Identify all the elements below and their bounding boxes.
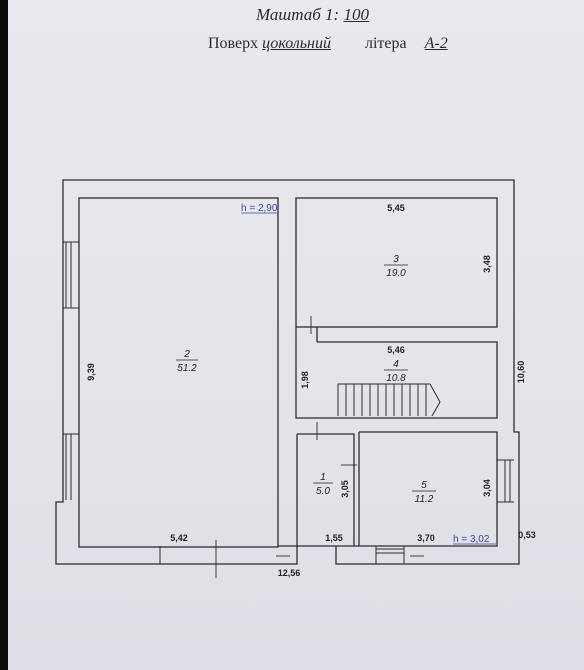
floor-label: Поверх — [208, 35, 259, 52]
dim-room4-width: 5,46 — [387, 345, 405, 355]
room-2-height-label: h = 2,90 — [241, 203, 278, 214]
dim-room3-height: 3,48 — [482, 255, 492, 273]
floor-value: цокольний — [262, 35, 331, 52]
windows — [63, 241, 514, 564]
dim-room5-width: 3,70 — [417, 533, 435, 543]
room-4-area: 10.8 — [386, 373, 406, 384]
floor-line: Поверх цокольний літера А-2 — [208, 35, 452, 53]
staircase — [337, 383, 441, 417]
room-1-number: 1 — [320, 472, 326, 483]
room-4-number: 4 — [393, 359, 399, 370]
room-5-area: 11.2 — [415, 494, 434, 505]
room-5-number: 5 — [421, 480, 427, 491]
room-labels: 2 51.2 3 19.0 4 10.8 1 5.0 5 11.2 — [176, 254, 436, 505]
dimension-ticks — [215, 316, 424, 578]
room-2-number: 2 — [183, 349, 190, 360]
dim-room4-height: 1,98 — [300, 371, 310, 389]
room-5-height-label: h = 3,02 — [453, 534, 490, 545]
room-3-number: 3 — [393, 254, 399, 265]
dim-offset: 0,53 — [518, 530, 536, 540]
scale-line: Маштаб 1: 100 — [256, 5, 369, 25]
letter-label: літера — [365, 35, 407, 52]
dim-room1-height: 3,05 — [340, 480, 350, 498]
plan-header: Маштаб 1: 100 Поверх цокольний літера А-… — [0, 0, 576, 70]
dim-room5-height: 3,04 — [482, 479, 492, 497]
dimension-labels: 9,39 5,42 5,45 3,48 5,46 1,98 3,05 1,55 … — [86, 203, 536, 578]
dim-total-height: 10,60 — [516, 361, 526, 384]
scale-value: 1: — [325, 5, 340, 24]
dim-room1-width: 1,55 — [325, 533, 343, 543]
letter-value: А-2 — [424, 35, 448, 52]
dim-room2-width: 5,42 — [170, 533, 188, 543]
ceiling-heights: h = 2,90 h = 3,02 — [241, 203, 496, 545]
room-3-area: 19.0 — [386, 268, 406, 279]
dim-room2-height: 9,39 — [86, 363, 96, 381]
scale-number: 100 — [343, 5, 369, 24]
scale-label: Маштаб — [256, 5, 321, 24]
walls — [55, 179, 520, 565]
dim-room3-width: 5,45 — [387, 203, 405, 213]
room-1-area: 5.0 — [316, 486, 330, 497]
dim-total-width: 12,56 — [278, 568, 301, 578]
room-2-area: 51.2 — [177, 363, 197, 374]
